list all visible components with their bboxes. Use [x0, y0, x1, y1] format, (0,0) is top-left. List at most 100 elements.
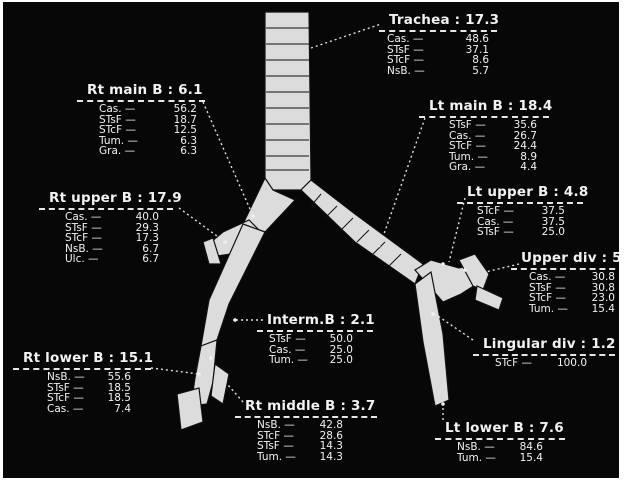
- row-label: NsB. —: [387, 66, 425, 77]
- value-row: NsB. — 5.7: [387, 66, 489, 77]
- row-value: 15.4: [592, 304, 615, 315]
- trachea-shape: [265, 12, 311, 190]
- rt-upper-title: Rt upper B : 17.9: [47, 190, 165, 207]
- row-label: STsF —: [477, 227, 514, 238]
- lingular-rows: STcF — 100.0: [481, 358, 587, 369]
- row-value: 4.4: [520, 162, 537, 173]
- value-row: STsF — 35.6: [449, 120, 537, 131]
- value-row: STcF — 37.5: [477, 206, 565, 217]
- row-value: 55.6: [108, 372, 131, 383]
- rt-main-title: Rt main B : 6.1: [85, 82, 197, 99]
- row-value: 35.6: [514, 120, 537, 131]
- row-label: STsF —: [269, 334, 306, 345]
- value-row: Cas. — 56.2: [99, 104, 197, 115]
- lingular-title: Lingular div : 1.2: [481, 336, 607, 353]
- lingular-block: Lingular div : 1.2 STcF — 100.0: [481, 336, 607, 369]
- row-value: 100.0: [557, 358, 587, 369]
- row-label: Gra. —: [99, 146, 135, 157]
- lt-lower-rows: NsB. — 84.6Tum. — 15.4: [443, 442, 543, 463]
- row-value: 56.2: [174, 104, 197, 115]
- rt-middle-title: Rt middle B : 3.7: [243, 398, 369, 415]
- row-label: Tum. —: [269, 355, 308, 366]
- row-value: 25.0: [542, 227, 565, 238]
- trachea-title: Trachea : 17.3: [387, 12, 489, 29]
- row-label: Gra. —: [449, 162, 485, 173]
- row-label: NsB. —: [257, 420, 295, 431]
- value-row: STsF — 25.0: [477, 227, 565, 238]
- row-value: 14.3: [320, 452, 343, 463]
- value-row: NsB. — 42.8: [257, 420, 343, 431]
- row-label: NsB. —: [457, 442, 495, 453]
- lt-main-title: Lt main B : 18.4: [427, 98, 541, 115]
- row-label: Cas. —: [47, 404, 83, 415]
- row-label: Cas. —: [529, 272, 565, 283]
- right-lower-tip-shape: [177, 388, 203, 430]
- value-row: NsB. — 55.6: [47, 372, 131, 383]
- row-value: 5.7: [472, 66, 489, 77]
- row-label: Tum. —: [257, 452, 296, 463]
- interm-block: Interm.B : 2.1 STsF —50.0Cas. —25.0Tum. …: [265, 312, 365, 366]
- row-label: Cas. —: [99, 104, 135, 115]
- rt-middle-rows: NsB. —42.8STcF —28.6STsF —14.3Tum. —14.3: [243, 420, 343, 462]
- interm-title: Interm.B : 2.1: [265, 312, 365, 329]
- row-label: STsF —: [449, 120, 486, 131]
- lt-main-rows: STsF —35.6Cas. —26.7STcF —24.4Tum. —8.9G…: [427, 120, 537, 173]
- row-label: NsB. —: [47, 372, 85, 383]
- row-label: STcF —: [477, 206, 514, 217]
- row-value: 48.6: [466, 34, 489, 45]
- value-row: Gra. — 4.4: [449, 162, 537, 173]
- row-value: 42.8: [320, 420, 343, 431]
- row-label: Tum. —: [457, 453, 496, 464]
- row-value: 25.0: [330, 355, 353, 366]
- row-value: 50.0: [330, 334, 353, 345]
- rt-main-rows: Cas. —56.2STsF —18.7STcF —12.5Tum. —6.3G…: [85, 104, 197, 157]
- lingular-stub-shape: [475, 286, 503, 310]
- row-label: Tum. —: [529, 304, 568, 315]
- row-value: 84.6: [520, 442, 543, 453]
- rt-lower-rows: NsB. —55.6STsF —18.5STcF —18.5Cas. —7.4: [21, 372, 131, 414]
- value-row: Cas. — 48.6: [387, 34, 489, 45]
- lt-lower-title: Lt lower B : 7.6: [443, 420, 557, 437]
- trachea-rows: Cas. —48.6STsF —37.1STcF —8.6NsB. —5.7: [387, 34, 489, 76]
- value-row: NsB. — 84.6: [457, 442, 543, 453]
- value-row: STcF — 100.0: [495, 358, 587, 369]
- row-value: 37.5: [542, 206, 565, 217]
- trachea-block: Trachea : 17.3 Cas. —48.6STsF —37.1STcF …: [387, 12, 489, 76]
- lt-upper-block: Lt upper B : 4.8 STcF —37.5Cas. —37.5STs…: [465, 184, 575, 238]
- value-row: Cas. — 40.0: [65, 212, 159, 223]
- row-value: 15.4: [520, 453, 543, 464]
- value-row: Ulc. — 6.7: [65, 254, 159, 265]
- value-row: Gra. — 6.3: [99, 146, 197, 157]
- value-row: STsF — 50.0: [269, 334, 353, 345]
- row-label: Ulc. —: [65, 254, 99, 265]
- value-row: Tum. — 14.3: [257, 452, 343, 463]
- row-value: 40.0: [136, 212, 159, 223]
- lt-upper-rows: STcF —37.5Cas. —37.5STsF —25.0: [465, 206, 565, 238]
- lt-upper-title: Lt upper B : 4.8: [465, 184, 575, 201]
- right-middle-bronchus-shape: [211, 364, 229, 404]
- row-value: 30.8: [592, 272, 615, 283]
- rt-lower-title: Rt lower B : 15.1: [21, 350, 143, 367]
- row-label: Cas. —: [387, 34, 423, 45]
- rt-lower-block: Rt lower B : 15.1 NsB. —55.6STsF —18.5ST…: [21, 350, 143, 414]
- value-row: Tum. — 15.4: [457, 453, 543, 464]
- value-row: Cas. — 7.4: [47, 404, 131, 415]
- value-row: Cas. — 30.8: [529, 272, 615, 283]
- value-row: Tum. — 25.0: [269, 355, 353, 366]
- row-value: 6.3: [180, 146, 197, 157]
- row-value: 6.7: [142, 254, 159, 265]
- row-value: 7.4: [114, 404, 131, 415]
- row-label: STcF —: [495, 358, 532, 369]
- row-label: Cas. —: [65, 212, 101, 223]
- value-row: Tum. — 15.4: [529, 304, 615, 315]
